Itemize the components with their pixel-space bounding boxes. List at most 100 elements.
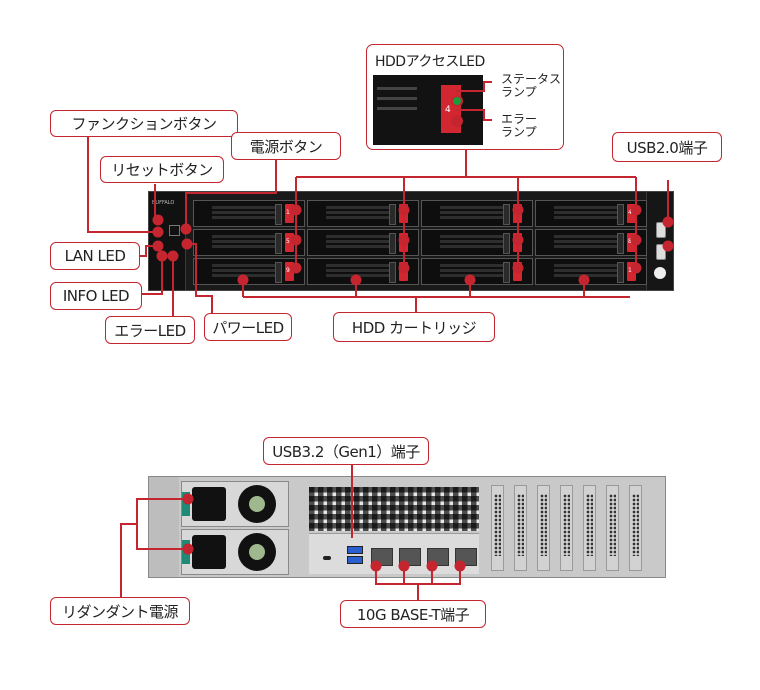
usb3-port-label: USB3.2（Gen1）端子	[263, 437, 429, 465]
fan-icon	[238, 533, 276, 571]
tray-handle	[389, 233, 396, 254]
tray-slots	[440, 264, 510, 267]
hdd-tray-closeup: 4	[373, 75, 483, 145]
tray-handle	[617, 233, 624, 254]
callout-dot	[167, 250, 179, 262]
pcie-slot-cover	[491, 485, 504, 571]
callout-dot	[512, 262, 524, 274]
tray-slots	[326, 264, 396, 267]
usb3-port-lower	[347, 556, 363, 564]
tray-latch: 5	[285, 233, 294, 252]
hdd-bay: 12	[535, 258, 647, 285]
error-lamp-label: エラー ランプ	[501, 112, 538, 139]
tray-handle	[503, 204, 510, 225]
callout-dot	[398, 234, 410, 246]
pcie-slot-cover	[629, 485, 642, 571]
tray-handle	[389, 204, 396, 225]
hdd-cartridge-label: HDD カートリッジ	[333, 312, 495, 342]
callout-dot	[454, 560, 466, 572]
callout-dot	[662, 216, 674, 228]
callout-dot	[578, 274, 590, 286]
tray-handle	[503, 233, 510, 254]
bay-number: 4	[445, 105, 451, 115]
callout-dot	[182, 543, 194, 555]
tray-slots	[554, 264, 624, 267]
rear-left-bracket	[149, 477, 179, 577]
nas-front-panel: BUFFALO 123456789101112	[148, 191, 674, 291]
usb2-port-lower	[656, 244, 666, 260]
callout-dot	[156, 250, 168, 262]
callout-dot	[290, 234, 302, 246]
usb3-port-upper	[347, 546, 363, 554]
callout-dot	[662, 240, 674, 252]
callout-dot	[426, 560, 438, 572]
fan-icon	[238, 485, 276, 523]
callout-dot	[237, 274, 249, 286]
tray-handle	[275, 233, 282, 254]
pcie-slot-cover	[537, 485, 550, 571]
tray-slots	[554, 235, 624, 238]
tray-latch: 9	[285, 262, 294, 281]
callout-dot	[350, 274, 362, 286]
bay-number: 4	[628, 209, 632, 216]
callout-dot	[630, 262, 642, 274]
hdd-bay: 6	[307, 229, 419, 256]
callout-dot	[512, 204, 524, 216]
tray-latch: 1	[285, 204, 294, 223]
bay-number: 8	[628, 238, 632, 245]
tray-slots	[212, 206, 282, 209]
tray-slots	[554, 206, 624, 209]
tray-handle	[617, 262, 624, 283]
lan-led-label: LAN LED	[50, 242, 140, 270]
brand-logo: BUFFALO	[152, 200, 175, 206]
front-usb-panel	[646, 192, 673, 290]
rack-ear-hole	[654, 267, 666, 279]
callout-dot	[290, 262, 302, 274]
callout-dot	[630, 204, 642, 216]
tray-slots	[377, 87, 417, 90]
bay-number: 1	[286, 209, 290, 216]
hdd-access-led-title: HDDアクセスLED	[375, 54, 485, 70]
callout-dot	[182, 493, 194, 505]
tray-slots	[212, 235, 282, 238]
usb2-port-upper	[656, 222, 666, 238]
redundant-psu-label: リダンダント電源	[50, 597, 190, 625]
hdd-access-led-inset: HDDアクセスLED 4 ステータス ランプ エラー ランプ	[366, 44, 564, 150]
tray-slots	[440, 206, 510, 209]
status-lamp-label: ステータス ランプ	[501, 72, 562, 99]
pcie-slot-cover	[583, 485, 596, 571]
tray-handle	[275, 204, 282, 225]
ac-inlet-icon	[192, 535, 226, 569]
callout-dot	[512, 234, 524, 246]
callout-dot	[630, 234, 642, 246]
hdd-bay: 4	[535, 200, 647, 227]
bay-number: 9	[286, 267, 290, 274]
tray-handle	[389, 262, 396, 283]
callout-dot	[181, 238, 193, 250]
callout-dot	[152, 240, 164, 252]
pcie-slot-cover	[560, 485, 573, 571]
callout-dot	[290, 204, 302, 216]
hdd-bay: 8	[535, 229, 647, 256]
tray-slots	[440, 235, 510, 238]
hdd-bay: 1	[193, 200, 305, 227]
tray-handle	[617, 204, 624, 225]
power-button-glyph	[169, 225, 180, 236]
nas-rear-panel	[148, 476, 666, 578]
lan-10g-label: 10G BASE-T端子	[340, 600, 486, 628]
hdd-bay: 9	[193, 258, 305, 285]
callout-dot	[152, 226, 164, 238]
bay-number: 5	[286, 238, 290, 245]
callout-dot	[152, 214, 164, 226]
power-led-label: パワーLED	[204, 313, 292, 341]
tray-handle	[275, 262, 282, 283]
pcie-slot-cover	[514, 485, 527, 571]
info-led-label: INFO LED	[50, 282, 142, 310]
function-button-label: ファンクションボタン	[50, 110, 238, 137]
callout-dot	[180, 223, 192, 235]
rear-io-panel	[309, 533, 479, 574]
pcie-slot-cover	[606, 485, 619, 571]
micro-port	[323, 556, 331, 560]
callout-dot	[464, 274, 476, 286]
status-led-icon	[451, 95, 463, 107]
